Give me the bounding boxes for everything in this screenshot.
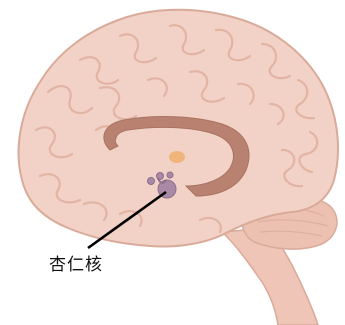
thalamus-spot	[169, 151, 185, 163]
amygdala-label: 杏仁核	[49, 250, 103, 275]
